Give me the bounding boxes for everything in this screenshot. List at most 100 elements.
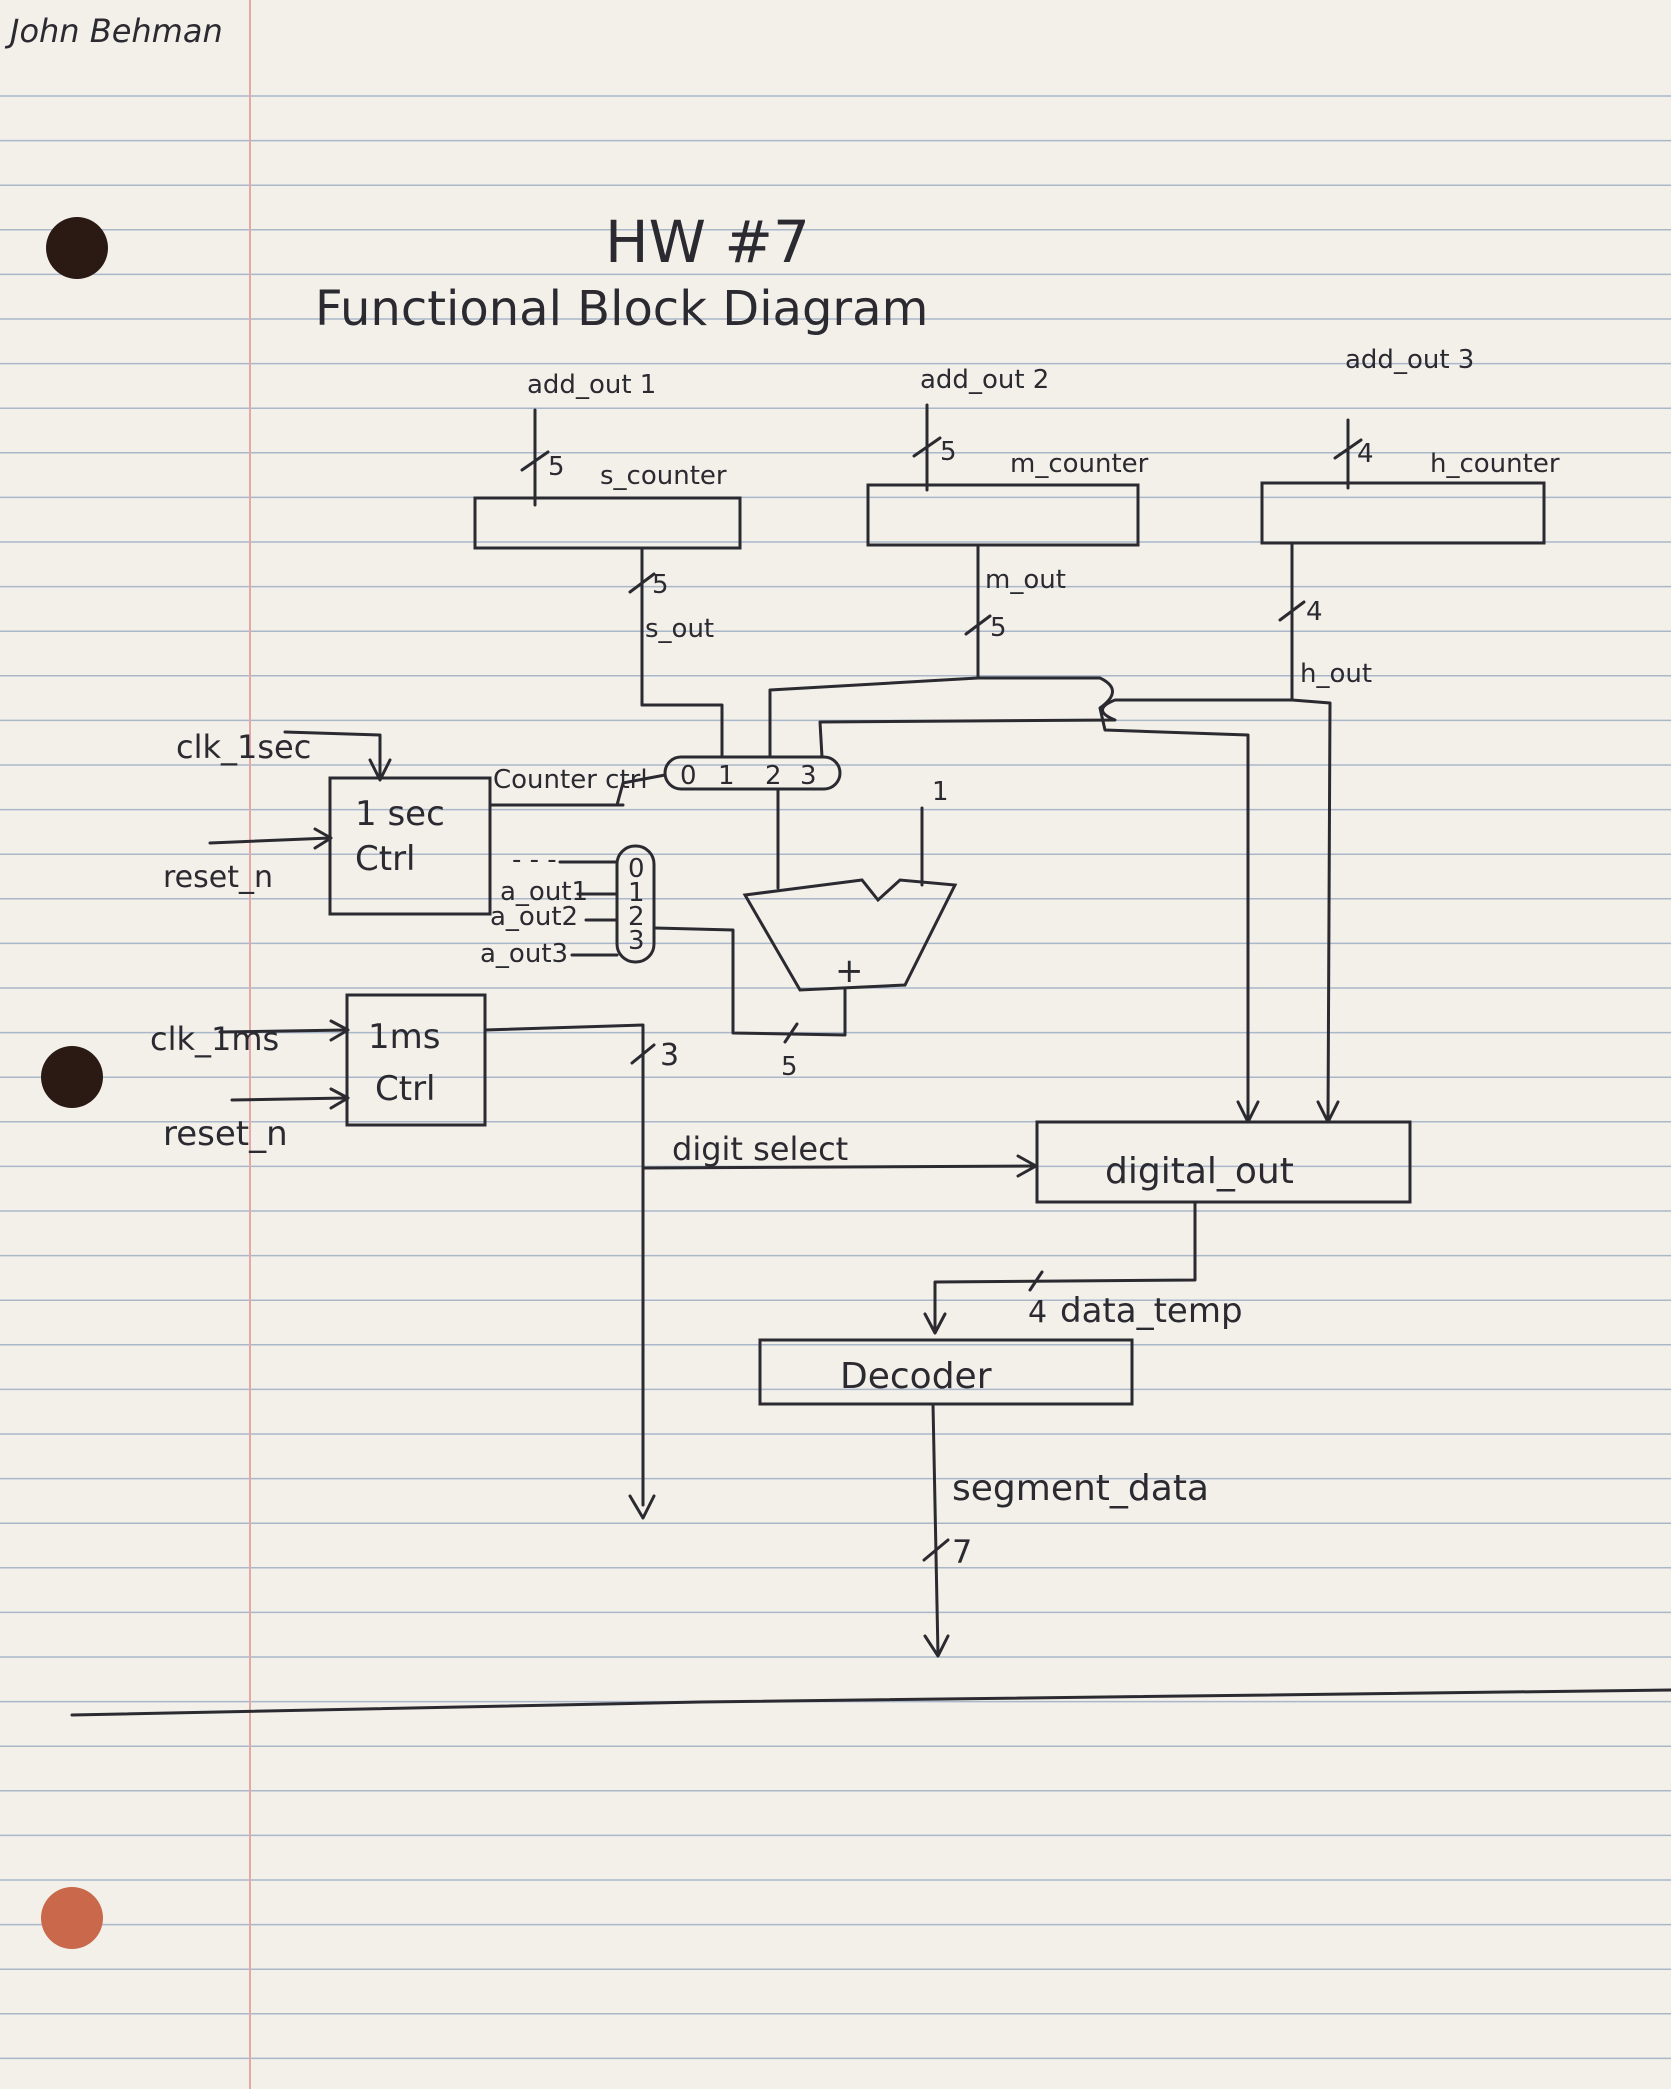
- top-mux-input-3: 3: [800, 761, 817, 791]
- a-out1-label: a_out1: [500, 877, 588, 907]
- top-mux: 0 1 2 3: [663, 755, 842, 791]
- binder-hole-top: [46, 217, 108, 279]
- data-temp-wire: [933, 1200, 1197, 1332]
- separator-line: [70, 1688, 1671, 1717]
- s-out-width: 5: [652, 570, 669, 600]
- left-mux-input-2: 2: [628, 902, 645, 932]
- ctrl-1sec-box: [328, 776, 492, 916]
- m-counter-box: [866, 483, 1140, 547]
- h-out-width: 4: [1306, 597, 1323, 627]
- h-counter-box: [1260, 481, 1546, 545]
- binder-hole-bottom: [41, 1887, 103, 1949]
- top-mux-input-2: 2: [765, 761, 782, 791]
- left-mux-body: [615, 844, 656, 964]
- digital-out-box: [1035, 1120, 1412, 1204]
- ctrl-1sec-block: 1 sec Ctrl clk_1sec reset_n Counter ctrl: [163, 728, 648, 916]
- left-mux-unused-input: - - -: [512, 845, 557, 875]
- counter-ctrl-label: Counter ctrl: [493, 765, 648, 795]
- s-out-to-mux-wire: [640, 703, 724, 759]
- left-mux-to-top-mux-wire: [615, 773, 667, 807]
- digital-out-label: digital_out: [1105, 1151, 1294, 1192]
- s-out-label: s_out: [645, 614, 714, 644]
- reset-n-1sec-wire: [208, 836, 332, 845]
- digit-select-label: digit select: [672, 1130, 848, 1168]
- h-out-to-mux-wire: [818, 698, 1294, 759]
- ctrl-1ms-block: 1ms Ctrl clk_1ms reset_n 3: [150, 993, 679, 1520]
- h-counter-input-label: add_out 3: [1345, 345, 1474, 375]
- m-out-to-digital-out-wire: [976, 676, 1250, 1122]
- m-counter-input-label: add_out 2: [920, 365, 1049, 395]
- segment-data-label: segment_data: [952, 1468, 1209, 1509]
- adder-out-bus-tick: [783, 1022, 799, 1044]
- binder-hole-middle: [41, 1046, 103, 1108]
- m-counter-input-bus-tick: [912, 436, 942, 458]
- clk-1ms-label: clk_1ms: [150, 1020, 279, 1058]
- clk-1sec-label: clk_1sec: [176, 728, 311, 766]
- reset-n-1sec-arrowhead: [313, 827, 333, 850]
- h-counter-label: h_counter: [1430, 449, 1560, 479]
- reset-n-1sec-label: reset_n: [163, 860, 273, 895]
- decoder-label: Decoder: [840, 1356, 992, 1397]
- a-out3-label: a_out3: [480, 939, 568, 969]
- h-out-bus-tick: [1278, 600, 1306, 622]
- segment-data-arrowhead: [923, 1634, 950, 1658]
- s-counter-block: add_out 1 5 s_counter 5 s_out: [473, 370, 742, 707]
- left-mux: 0 1 2 3 - - - a_out1 a_out2 a_out3: [480, 844, 656, 969]
- left-mux-input-1: 1: [628, 878, 645, 908]
- clk-1sec-arrowhead: [368, 758, 392, 782]
- page-subtitle: Functional Block Diagram: [315, 281, 928, 337]
- data-temp-bus-tick: [1028, 1270, 1044, 1292]
- adder-out-width: 5: [781, 1052, 798, 1082]
- decoder-box: [758, 1338, 1134, 1406]
- clk-1ms-wire: [218, 1028, 349, 1034]
- h-counter-input-width: 4: [1357, 439, 1374, 469]
- data-temp-width: 4: [1028, 1295, 1047, 1330]
- s-counter-box: [473, 496, 742, 550]
- digit-select-wire: [641, 1164, 1037, 1170]
- s-out-bus-tick: [628, 572, 656, 594]
- page-title: HW #7: [605, 208, 810, 276]
- s-counter-input-bus-tick: [520, 450, 550, 472]
- h-counter-block: add_out 3 4 h_counter 4 h_out: [1260, 345, 1560, 702]
- s-counter-input-width: 5: [548, 452, 565, 482]
- a-out2-label: a_out2: [490, 902, 578, 932]
- reset-n-1ms-wire: [230, 1096, 349, 1102]
- ctrl-1ms-bus-tick: [630, 1043, 656, 1065]
- segment-data-wire: [931, 1402, 940, 1657]
- h-counter-input-bus-tick: [1333, 438, 1363, 460]
- top-mux-body: [663, 755, 842, 791]
- left-mux-input-0: 0: [628, 854, 645, 884]
- h-out-to-digital-out-wire: [1290, 698, 1332, 1122]
- ctrl-1ms-box: [345, 993, 487, 1127]
- adder-constant: 1: [932, 777, 949, 807]
- reset-n-1ms-label: reset_n: [163, 1114, 288, 1154]
- ctrl-1ms-width: 3: [660, 1038, 679, 1073]
- ctrl-1ms-line2: Ctrl: [375, 1069, 436, 1109]
- ctrl-1sec-line2: Ctrl: [355, 839, 416, 879]
- adder-shape: [742, 878, 958, 992]
- s-counter-label: s_counter: [600, 461, 727, 491]
- top-mux-input-1: 1: [718, 761, 735, 791]
- ctrl-1ms-line1: 1ms: [368, 1017, 440, 1057]
- m-out-width: 5: [990, 613, 1007, 643]
- clk-1sec-wire: [283, 730, 382, 780]
- adder-out-wire: [653, 926, 847, 1037]
- reset-n-1ms-arrowhead: [329, 1087, 350, 1110]
- top-mux-input-0: 0: [680, 761, 697, 791]
- m-out-to-mux-wire: [768, 676, 980, 759]
- s-counter-input-label: add_out 1: [527, 370, 656, 400]
- data-temp-label: data_temp: [1060, 1291, 1243, 1331]
- segment-data-width: 7: [952, 1533, 972, 1571]
- author-name: John Behman: [4, 12, 223, 50]
- m-out-bus-tick: [964, 614, 992, 636]
- m-counter-block: add_out 2 5 m_counter 5 m_out: [866, 365, 1149, 680]
- left-mux-input-3: 3: [628, 926, 645, 956]
- ctrl-1ms-out-wire: [483, 1023, 645, 1507]
- adder: + 1: [742, 777, 958, 992]
- ctrl-1sec-line1: 1 sec: [355, 794, 445, 834]
- m-counter-label: m_counter: [1010, 449, 1149, 479]
- clk-1ms-arrowhead: [329, 1019, 350, 1042]
- h-out-label: h_out: [1300, 659, 1372, 689]
